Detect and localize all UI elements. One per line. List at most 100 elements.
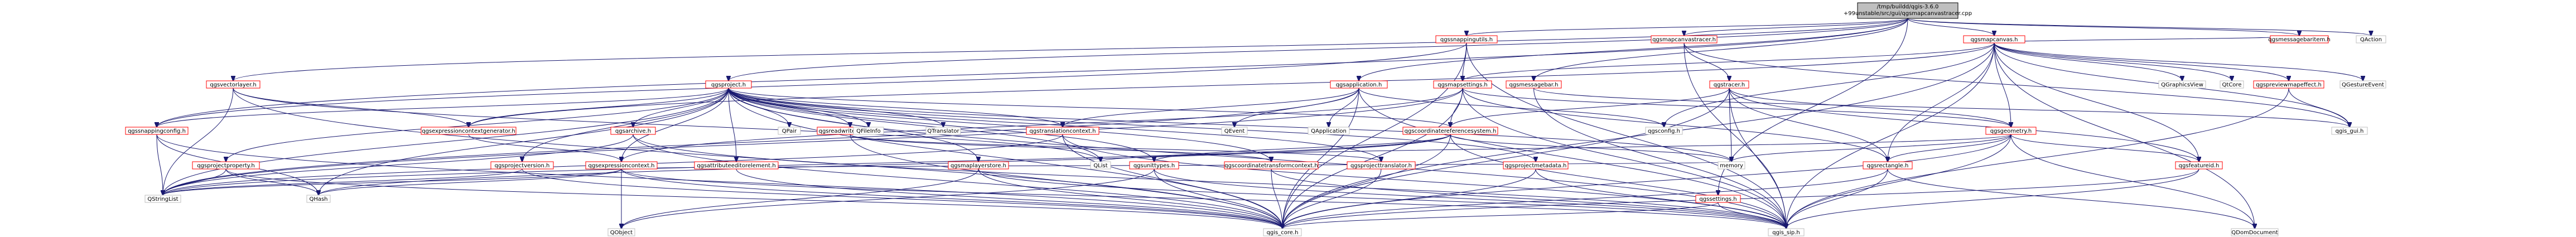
edge-qgsrectangle_h-to-qgis_sip_h [1786,168,1888,229]
node-label: qgis_core.h [1267,230,1299,236]
node-label: qgsvectorlayer.h [210,82,256,88]
node-qgsunittypes-h[interactable]: qgsunittypes.h [1129,161,1179,170]
node-qgsprojectmetadata-h[interactable]: qgsprojectmetadata.h [1503,161,1569,170]
node-qgspreviewmapeffect-h[interactable]: qgspreviewmapeffect.h [2253,80,2324,89]
node-label: QList [1093,163,1107,169]
node-box [206,80,261,89]
edge-qgsexpressioncontext_h-to-qhash [319,168,622,195]
node-qgssnappingconfig-h[interactable]: qgssnappingconfig.h [125,127,189,135]
node-label: qgsrectangle.h [1867,163,1909,169]
node-label: qgsprojectversion.h [495,163,550,169]
node-label: qgssettings.h [1699,196,1736,202]
node-box [853,127,884,135]
edge-qgsproject_h-to-qgssnappingconfig_h [157,88,729,127]
node-label: QEvent [1224,128,1245,134]
edge-qgscoordinatetransformcontext_h-to-qgis_core_h [1271,168,1282,229]
edge-qgsvectorlayer_h-to-qgsexpressioncontextgenerator_h [233,88,469,127]
edge-qgspreviewmapeffect_h-to-qgis_gui_h [2288,88,2350,127]
edge-qgsprojectproperty_h-to-qgis_core_h [225,168,1282,229]
node-box [1347,161,1416,170]
node-qgssettings-h[interactable]: qgssettings.h [1695,195,1741,203]
node-box [925,127,961,135]
node-box [1651,35,1718,43]
node-qgsattributeeditorelement-h[interactable]: qgsattributeeditorelement.h [694,161,779,170]
node-qgsmaplayerstore-h[interactable]: qgsmaplayerstore.h [948,161,1009,170]
edge-root-to-qgsproject_h [729,18,1908,81]
edge-qgsunittypes_h-to-qgis_core_h [1154,168,1282,229]
node-label: qgsexpressioncontext.h [588,163,654,169]
node-label: qgsgeometry.h [1990,128,2032,134]
node-qgsrectangle-h[interactable]: qgsrectangle.h [1863,161,1913,170]
node-qgsarchive-h[interactable]: qgsarchive.h [610,127,656,135]
node-memory: memory [1718,161,1745,170]
edge-root-to-qgsmapcanvastracer_h [1684,18,1908,36]
node-qgssnappingutils-h[interactable]: qgssnappingutils.h [1435,35,1498,43]
node-qgsmapcanvastracer-h[interactable]: qgsmapcanvastracer.h [1651,35,1718,43]
edge-qgsmapcanvastracer_h-to-qgis_gui_h [1683,42,2350,127]
node-box [1695,195,1741,203]
node-qgscoordinatetransformcontext-h[interactable]: qgscoordinatetransformcontext.h [1224,161,1319,170]
node-qgsmessagebar-h[interactable]: qgsmessagebar.h [1506,80,1562,89]
node-qgsgeometry-h[interactable]: qgsgeometry.h [1985,127,2037,135]
edge-qgscoordinatereferencesystem_h-to-qgis_sip_h [1450,134,1786,229]
node-box [144,195,181,203]
node-root[interactable]: /tmp/buildd/qgis-3.6.0+99unstable/src/gu… [1844,2,1972,19]
node-qgsprojectproperty-h[interactable]: qgsprojectproperty.h [192,161,260,170]
node-label: qgsarchive.h [615,128,651,134]
node-qaction: QAction [2356,35,2386,43]
node-box [610,127,656,135]
node-qgsexpressioncontext-h[interactable]: qgsexpressioncontext.h [585,161,658,170]
node-box [1985,127,2037,135]
node-label: qgsapplication.h [1336,82,1382,88]
edge-qgsmapcanvas_h-to-qgsmapsettings_h [1463,42,1995,81]
node-qgsexpressioncontextgenerator-h[interactable]: qgsexpressioncontextgenerator.h [421,127,517,135]
node-label: qgsconfig.h [1648,128,1680,134]
edge-qgsvectorlayer_h-to-qstringlist [163,88,234,195]
edge-qgsproject_h-to-qgsunittypes_h [728,88,1154,162]
edge-qgstracer_h-to-qgis_sip_h [1729,88,1786,229]
edge-qgsrectangle_h-to-qdomdocument [1887,168,2255,229]
edge-qgsunittypes_h-to-qobject [621,168,1155,229]
edge-qgstracer_h-to-memory [1729,88,1731,162]
node-box [2331,127,2368,135]
node-qgsprojecttranslator-h[interactable]: qgsprojecttranslator.h [1347,161,1416,170]
node-box [2175,161,2223,170]
edge-qgsproject_h-to-qgis_sip_h [728,88,1786,229]
node-box [2158,80,2206,89]
node-qgsmapcanvas-h[interactable]: qgsmapcanvas.h [1963,35,2025,43]
node-qobject: QObject [607,228,635,236]
node-qfileinfo: QFileInfo [853,127,884,135]
node-qgstranslationcontext-h[interactable]: qgstranslationcontext.h [1026,127,1099,135]
node-label: memory [1720,163,1743,169]
node-qgsprojectversion-h[interactable]: qgsprojectversion.h [490,161,554,170]
node-qgsapplication-h[interactable]: qgsapplication.h [1330,80,1388,89]
node-box [1645,127,1683,135]
edge-qgsproject_h-to-qgsreadwritecontext_h [728,88,850,127]
node-qgsproject-h[interactable]: qgsproject.h [705,80,752,89]
edge-qgsreadwritecontext_h-to-qgscoordinatetransformcontext_h [850,134,1271,162]
edge-qgsreadwritecontext_h-to-qgsprojecttranslator_h [850,134,1381,162]
node-qgstracer-h[interactable]: qgstracer.h [1709,80,1749,89]
node-box [2253,80,2324,89]
node-box [2220,80,2244,89]
edge-qgsmessagebar_h-to-qgis_gui_h [1533,88,2350,127]
node-qgsfeatureid-h[interactable]: qgsfeatureid.h [2175,161,2223,170]
node-box [585,161,658,170]
edge-root-to-qgsmapcanvas_h [1907,18,1994,36]
node-box [1963,35,2025,43]
node-box [490,161,554,170]
edge-qgstracer_h-to-qgsfeatureid_h [1729,88,2199,162]
edge-qgsapplication_h-to-qgis_sip_h [1358,88,1786,229]
node-qgsmapsettings-h[interactable]: qgsmapsettings.h [1433,80,1492,89]
node-qgsmessagebaritem-h[interactable]: qgsmessagebaritem.h [2268,35,2331,43]
node-label: qgscoordinatetransformcontext.h [1224,163,1318,169]
edge-qgssnappingconfig_h-to-qgis_core_h [156,134,1282,229]
edge-qgsapplication_h-to-qstringlist [163,88,1359,195]
node-qstringlist: QStringList [144,195,181,203]
edge-qgssnappingconfig_h-to-qstringlist [156,134,163,195]
node-box [1308,127,1350,135]
node-qgscoordinatereferencesystem-h[interactable]: qgscoordinatereferencesystem.h [1402,127,1498,135]
edge-qgsgeometry_h-to-qlist [1101,134,2011,162]
node-qgsvectorlayer-h[interactable]: qgsvectorlayer.h [206,80,261,89]
edge-qgssnappingutils_h-to-qgis_core_h [1282,42,1467,229]
